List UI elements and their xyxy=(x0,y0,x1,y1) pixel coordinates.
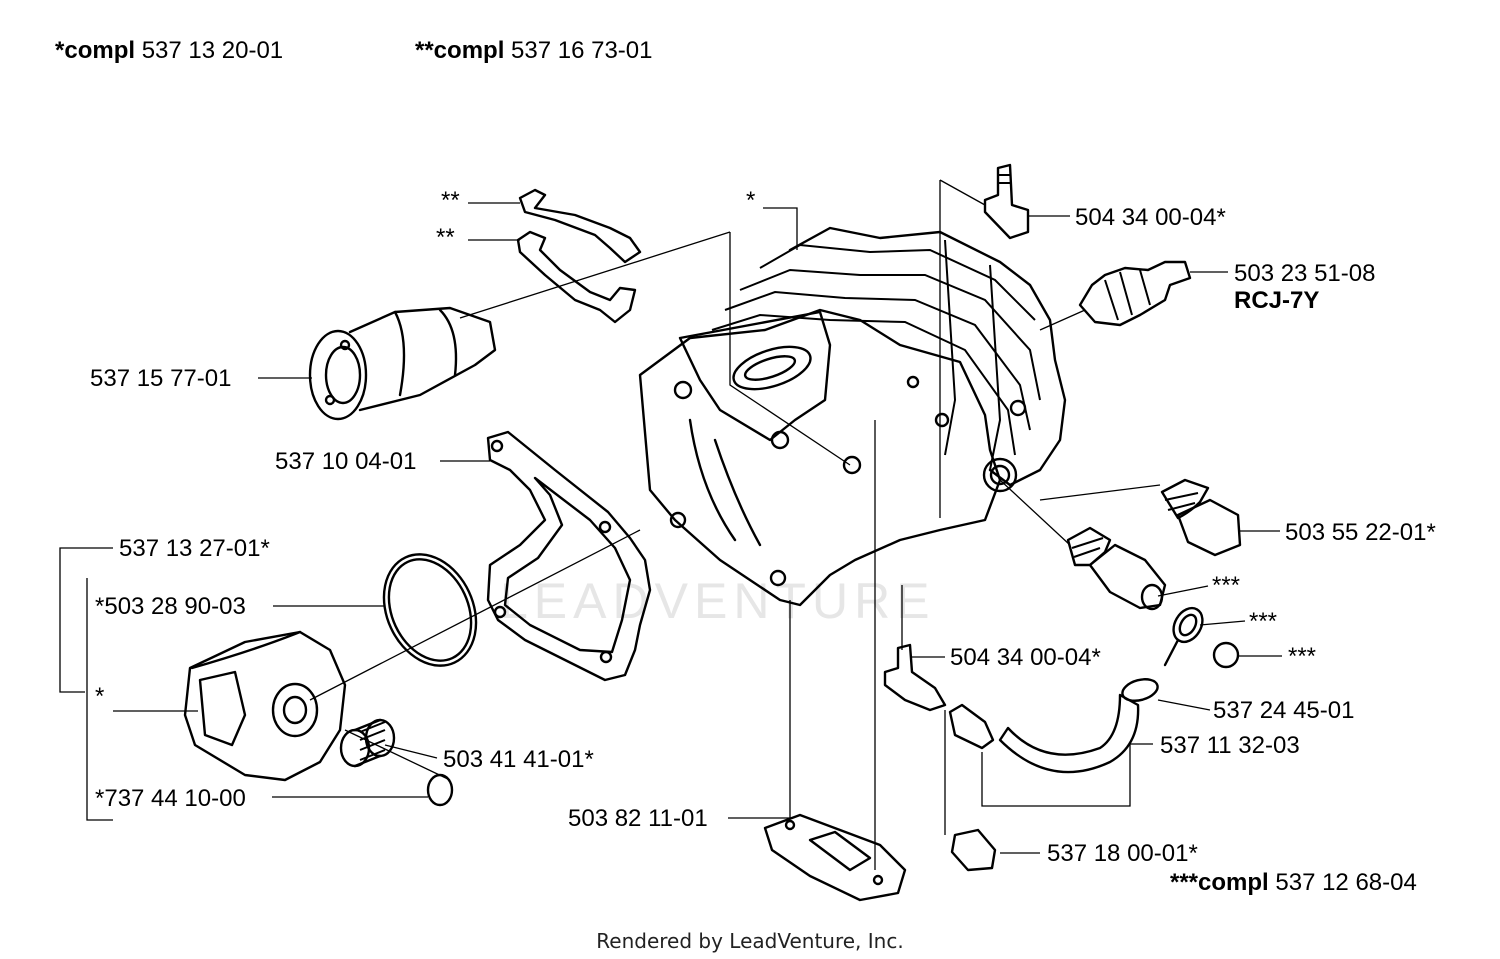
clamp-lower-drawing xyxy=(516,230,637,324)
label-intake-pipe: 537 15 77-01 xyxy=(90,365,231,392)
hose-clamp-drawing xyxy=(1121,678,1159,702)
label-star3-b: *** xyxy=(1249,608,1277,635)
valve-fitting-drawing xyxy=(1066,526,1167,611)
label-needle-bearing: 503 41 41-01* xyxy=(443,746,594,773)
clamp-upper-drawing xyxy=(518,188,642,264)
label-piston-kit: 537 13 27-01* xyxy=(119,535,270,562)
label-circlip: *737 44 10-00 xyxy=(95,785,246,812)
label-cylinder-gasket: 537 10 04-01 xyxy=(275,448,416,475)
label-hose-clamp: 537 24 45-01 xyxy=(1213,697,1354,724)
cylinder-gasket-drawing xyxy=(486,430,652,682)
label-hose: 537 11 32-03 xyxy=(1160,732,1300,759)
label-cylinder: * xyxy=(746,187,755,214)
label-clamp-lower: ** xyxy=(436,224,455,251)
compl-note-3-prefix: ***compl xyxy=(1170,869,1269,896)
banjo-fitting-drawing xyxy=(1163,606,1240,669)
piston-drawing xyxy=(183,630,347,782)
compl-note-3: ***compl 537 12 68-04 xyxy=(1170,869,1417,896)
compl-note-2-number: 537 16 73-01 xyxy=(511,37,652,64)
label-spark-plug: 503 23 51-08 xyxy=(1234,260,1375,287)
label-star3-c: *** xyxy=(1288,643,1316,670)
pipe-end-drawing xyxy=(950,828,997,872)
compl-note-2: **compl 537 16 73-01 xyxy=(415,37,653,64)
pipe-connector-drawing xyxy=(948,703,995,750)
label-bottom-nipple: 504 34 00-04* xyxy=(950,644,1101,671)
compl-note-1-number: 537 13 20-01 xyxy=(142,37,283,64)
spark-plug-drawing xyxy=(1078,260,1192,327)
label-pipe-end: 537 18 00-01* xyxy=(1047,840,1198,867)
compl-note-2-prefix: **compl xyxy=(415,37,504,64)
label-bottom-gasket: 503 82 11-01 xyxy=(568,805,708,832)
bottom-gasket-drawing xyxy=(763,813,907,902)
watermark-text: LEADVENTURE xyxy=(500,573,936,629)
piston-ring-drawing xyxy=(382,553,478,667)
compl-note-1-prefix: *compl xyxy=(55,37,135,64)
label-plug-screw: 503 55 22-01* xyxy=(1285,519,1436,546)
cylinder-drawing xyxy=(638,226,1067,607)
label-piston-ring: *503 28 90-03 xyxy=(95,593,246,620)
label-clamp-upper: ** xyxy=(441,187,460,214)
intake-pipe-drawing xyxy=(308,306,497,421)
hose-drawing xyxy=(998,693,1140,774)
plug-screw-drawing xyxy=(1160,478,1242,557)
bottom-nipple-drawing xyxy=(883,643,947,712)
top-nipple-drawing xyxy=(983,163,1030,240)
compl-note-3-number: 537 12 68-04 xyxy=(1275,869,1416,896)
label-piston: * xyxy=(95,683,104,710)
label-spark-plug-type: RCJ-7Y xyxy=(1234,287,1319,314)
label-star3-a: *** xyxy=(1212,572,1240,599)
leader-lines xyxy=(59,179,1282,870)
compl-note-1: *compl 537 13 20-01 xyxy=(55,37,283,64)
label-top-nipple: 504 34 00-04* xyxy=(1075,204,1226,231)
footer-credit: Rendered by LeadVenture, Inc. xyxy=(596,929,903,953)
needle-bearing-drawing xyxy=(339,718,396,768)
